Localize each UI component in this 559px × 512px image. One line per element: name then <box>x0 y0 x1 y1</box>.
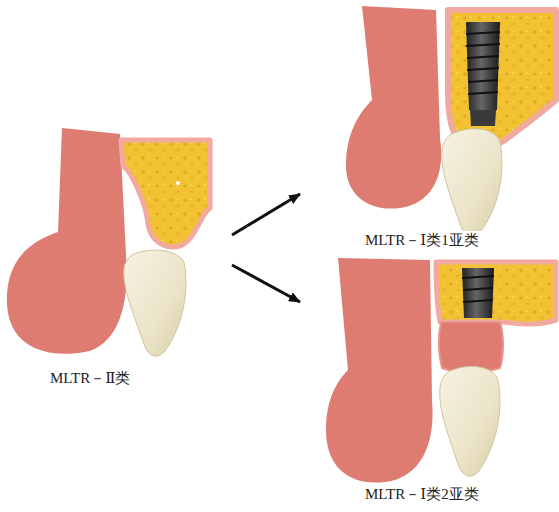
figure-caption: MLTR－Ⅰ类1亚类 <box>363 231 481 249</box>
figure-panel: MLTR－Ⅰ类1亚类 <box>300 5 555 257</box>
figure-caption: MLTR－Ⅱ类 <box>48 369 133 387</box>
class-i-2-figure <box>326 258 556 483</box>
figure-caption: MLTR－Ⅰ类2亚类 <box>363 485 481 503</box>
class-i-1-figure <box>346 6 556 236</box>
class-ii-figure <box>7 128 210 356</box>
figure-panel: MLTR－Ⅰ类2亚类 <box>300 260 555 510</box>
arrow-connector <box>232 194 300 235</box>
figure-panel: MLTR－Ⅱ类 <box>5 125 230 395</box>
arrow-connector <box>232 265 300 302</box>
